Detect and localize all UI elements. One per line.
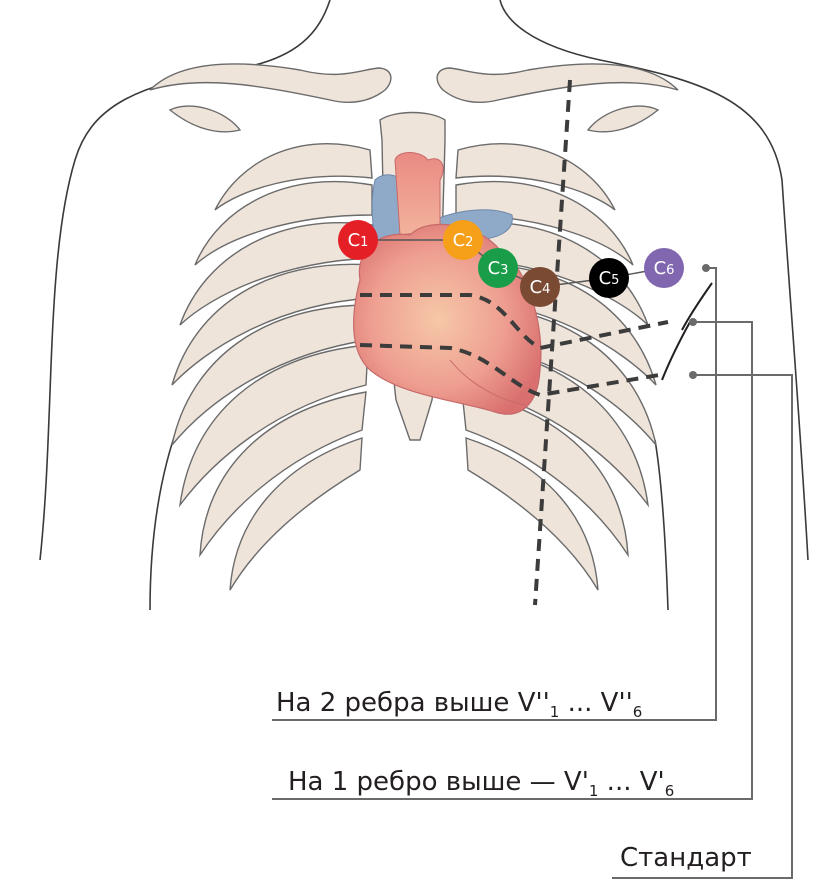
electrode-c5: C5 — [589, 258, 629, 298]
electrode-c4: C4 — [520, 267, 560, 307]
electrode-c3: C3 — [478, 248, 518, 288]
electrode-c2: C2 — [443, 220, 483, 260]
electrode-c6: C6 — [644, 248, 684, 288]
axillary-marks — [662, 283, 712, 380]
label-standard: Стандарт — [620, 843, 752, 873]
label-one-rib-higher: На 1 ребро выше — V'1 ... V'6 — [288, 767, 674, 800]
electrode-c1: C1 — [338, 220, 378, 260]
label-two-ribs-higher: На 2 ребра выше V''1 ... V''6 — [276, 688, 642, 721]
leader-standard — [612, 375, 792, 878]
